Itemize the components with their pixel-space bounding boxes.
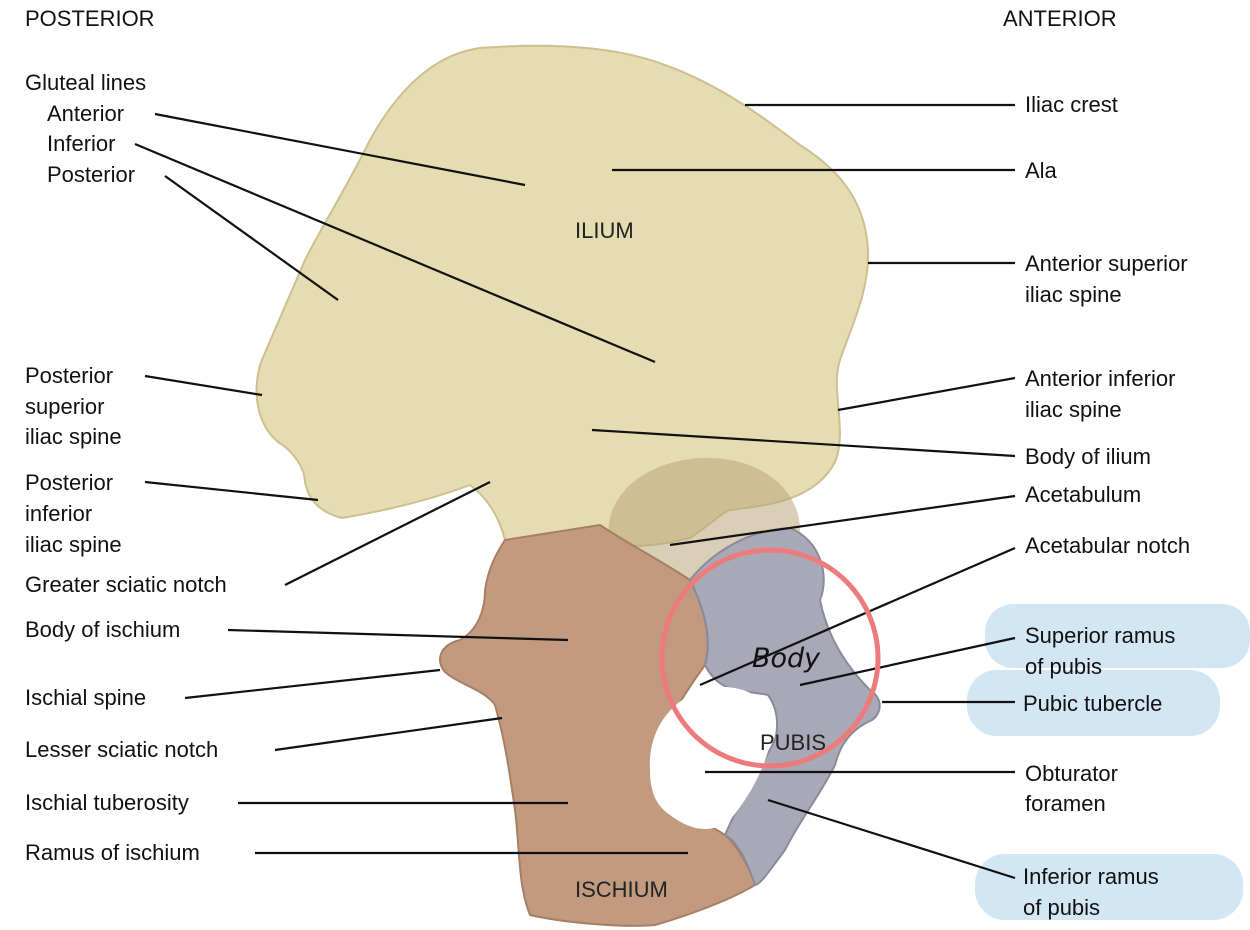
label-aiis-line1: Anterior inferior (1025, 366, 1175, 391)
region-ilium: ILIUM (575, 218, 634, 243)
label-aiis-line2: iliac spine (1025, 397, 1122, 422)
label-gluteal-posterior: Posterior (47, 162, 135, 187)
ilium-shape (257, 46, 869, 546)
label-lesser-sciatic-notch: Lesser sciatic notch (25, 737, 218, 762)
header-posterior: POSTERIOR (25, 6, 155, 31)
left-labels: Gluteal lines Anterior Inferior Posterio… (25, 70, 227, 865)
label-gluteal-anterior: Anterior (47, 101, 124, 126)
label-superior-ramus-line1: Superior ramus (1025, 623, 1175, 648)
label-inferior-ramus-line1: Inferior ramus (1023, 864, 1159, 889)
label-gluteal-inferior: Inferior (47, 131, 115, 156)
label-psis-line3: iliac spine (25, 424, 122, 449)
label-obturator-line1: Obturator (1025, 761, 1118, 786)
label-ala: Ala (1025, 158, 1058, 183)
label-piis-line1: Posterior (25, 470, 113, 495)
annotation-body-text: Body (752, 643, 821, 674)
label-obturator-line2: foramen (1025, 791, 1106, 816)
label-ischial-tuberosity: Ischial tuberosity (25, 790, 189, 815)
label-iliac-crest: Iliac crest (1025, 92, 1118, 117)
region-ischium: ISCHIUM (575, 877, 668, 902)
label-asis-line1: Anterior superior (1025, 251, 1188, 276)
label-psis-line2: superior (25, 394, 104, 419)
label-acetabular-notch: Acetabular notch (1025, 533, 1190, 558)
label-superior-ramus-line2: of pubis (1025, 654, 1102, 679)
label-piis-line3: iliac spine (25, 532, 122, 557)
header-anterior: ANTERIOR (1003, 6, 1117, 31)
label-ischial-spine: Ischial spine (25, 685, 146, 710)
region-pubis: PUBIS (760, 730, 826, 755)
label-body-of-ilium: Body of ilium (1025, 444, 1151, 469)
hip-bone-illustration (257, 46, 880, 926)
label-gluteal-lines: Gluteal lines (25, 70, 146, 95)
label-acetabulum: Acetabulum (1025, 482, 1141, 507)
right-labels: Iliac crest Ala Anterior superior iliac … (1023, 92, 1190, 920)
label-inferior-ramus-line2: of pubis (1023, 895, 1100, 920)
label-greater-sciatic-notch: Greater sciatic notch (25, 572, 227, 597)
label-piis-line2: inferior (25, 501, 92, 526)
label-psis-line1: Posterior (25, 363, 113, 388)
label-body-of-ischium: Body of ischium (25, 617, 180, 642)
label-ramus-of-ischium: Ramus of ischium (25, 840, 200, 865)
label-asis-line2: iliac spine (1025, 282, 1122, 307)
label-pubic-tubercle: Pubic tubercle (1023, 691, 1162, 716)
